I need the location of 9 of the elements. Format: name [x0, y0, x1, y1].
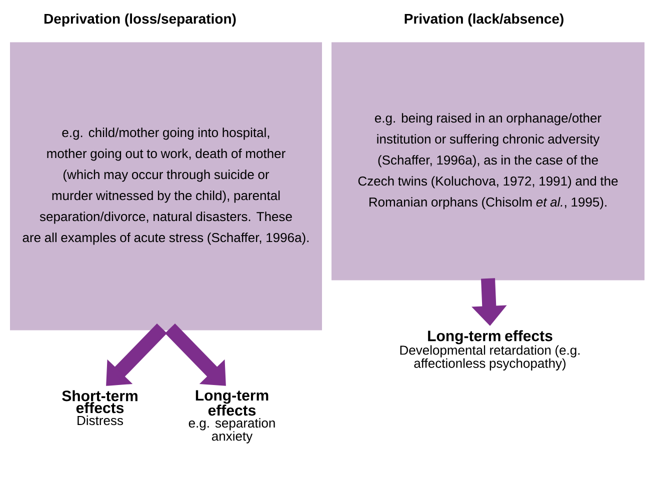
block-arrow: [106, 324, 168, 386]
box-heading: Deprivation (loss/separation): [44, 13, 236, 27]
effect-text: Short-term effects Distress: [62, 390, 138, 426]
box-heading: Privation (lack/absence): [404, 13, 564, 27]
effect-text: Long-term effects e.g. separation anxiety: [188, 390, 275, 444]
block-arrow: [164, 324, 226, 386]
text-box: e.g. child/mother going into hospital, mother going out to work, death of mother (which may occur through suicide or murder witnessed by the child), parental separation/divorce, natural disasters. These are all examples of acute stress (Schaffer, 1996a).: [10, 42, 322, 330]
text-box: e.g. being raised in an orphanage/other institution or suffering chronic adversity (Schaffer, 1996a), as in the case of the Czech twins (Koluchova, 1972, 1991) and the Romanian orphans (Chisolm et al., 1995).: [332, 42, 644, 280]
effect-text: Long-term effects Developmental retardation (e.g. affectionless psychopathy): [400, 330, 580, 370]
